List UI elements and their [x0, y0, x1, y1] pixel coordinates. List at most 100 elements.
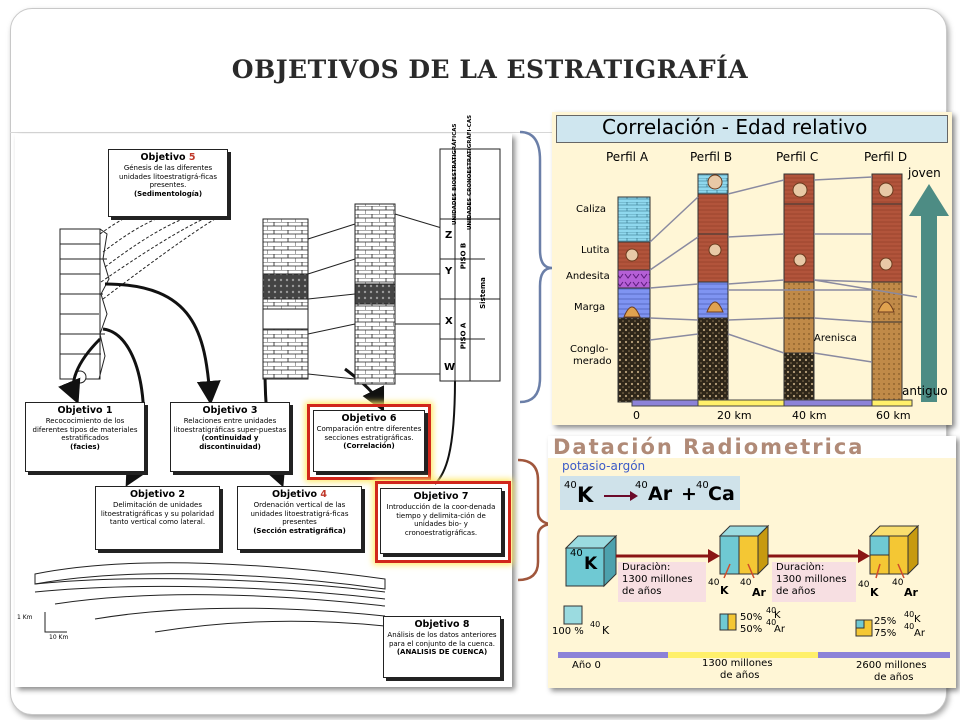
objective-1-box: Objetivo 1 Recococimiento de los diferen… [25, 402, 145, 472]
joven-label: joven [908, 166, 941, 180]
objective-5-box: Objetivo 5 Génesis de las diferentes uni… [108, 149, 228, 217]
objective-text: Ordenación vertical de las unidades lito… [250, 501, 349, 526]
objective-number: 4 [320, 489, 328, 500]
legend-75ar-pct: 75% [874, 628, 897, 639]
cube-2-ar-symbol: Ar [752, 586, 766, 599]
title-divider [10, 132, 945, 133]
objective-6-highlight [307, 404, 431, 480]
scale-tick-0: 0 [633, 409, 640, 422]
objective-text: Relaciones entre unidades litoestratigrá… [173, 417, 287, 434]
legend-25k-pct: 25% [874, 616, 897, 627]
legend-100-mass: 40 [590, 620, 601, 629]
timeline-year-0: Año 0 [572, 660, 601, 671]
correlacion-panel: Correlación - Edad relativo [552, 112, 952, 425]
objective-label: Objetivo 6 [341, 413, 397, 424]
slide-title: OBJETIVOS DE LA ESTRATIGRAFÍA [231, 55, 749, 84]
datacion-header-bg [548, 436, 956, 458]
legend-100-pct: 100 % [552, 626, 584, 637]
rock-label-caliza: Caliza [576, 204, 607, 215]
datacion-subtitle: potasio-argón [562, 459, 646, 473]
rock-label-conglo: Conglo- [570, 344, 609, 355]
objective-bold-text: (Correlación) [343, 442, 395, 450]
bio-units-header: UNIDADES BIOESTRATIGRÁFICAS [452, 123, 458, 225]
antiguo-label: antiguo [902, 384, 948, 398]
rock-label-merado: merado [573, 356, 612, 367]
cube-3-ar-mass: 40 [892, 578, 904, 588]
perfil-a-label: Perfil A [606, 150, 649, 164]
piso-b-label: PISO B [459, 242, 468, 270]
objectives-diagram-lines [34, 148, 501, 633]
timeline-2600-line-1: 2600 millones [856, 660, 927, 671]
legend-50k-pct: 50% [740, 612, 763, 623]
objective-text: Introducción de la coor-denada tiempo y … [386, 503, 496, 537]
objective-label: Objetivo 3 [202, 405, 258, 416]
rock-label-arenisca: Arenisca [814, 333, 857, 344]
perfil-d-label: Perfil D [864, 150, 908, 164]
legend-50k-mass: 40 [766, 606, 777, 615]
legend-50k-sym: K [774, 610, 781, 621]
rock-label-andesita: Andesita [566, 271, 610, 282]
objective-6-box: Objetivo 6 Comparación entre diferentes … [313, 410, 425, 472]
objective-label: Objetivo [271, 489, 318, 500]
cube-2-ar-mass: 40 [740, 578, 752, 588]
duration-box-1 [618, 562, 706, 602]
scale-horizontal-label: 10 Km [49, 634, 69, 641]
legend-25k-mass: 40 [904, 610, 915, 619]
decay-equation-box [560, 476, 740, 510]
equation-ar-mass: 40 [635, 480, 648, 491]
objective-bold-text: (facies) [70, 442, 100, 451]
legend-100-sym: K [602, 624, 610, 637]
objective-bold-text: (continuidad y discontinuidad) [199, 434, 261, 451]
timeline-1300-line-2: de años [720, 670, 760, 681]
objective-label: Objetivo 1 [57, 405, 113, 416]
duration-2-line-1: Duraciòn: [776, 562, 825, 573]
zone-w: W [444, 362, 456, 373]
objective-text: Comparación entre diferentes secciones e… [316, 425, 422, 442]
equation-ca-mass: 40 [696, 480, 709, 491]
zone-z: Z [445, 230, 453, 241]
legend-50ar-mass: 40 [766, 618, 777, 627]
duration-2-line-3: de años [776, 586, 816, 597]
objective-bold-text: (Sedimentología) [133, 189, 203, 198]
datacion-title: Datación Radiometrica [553, 435, 865, 459]
objective-label: Objetivo 8 [414, 619, 470, 630]
objective-number: 5 [188, 152, 196, 163]
duration-2-line-2: 1300 millones [776, 574, 847, 585]
cube-3-k-mass: 40 [858, 580, 870, 590]
scale-tick-60: 60 km [876, 409, 911, 422]
objective-label: Objetivo 2 [129, 489, 185, 500]
objective-7-highlight [375, 481, 511, 563]
objective-7-box: Objetivo 7 Introducción de la coor-denad… [380, 488, 502, 554]
duration-box-2 [772, 562, 856, 602]
objective-text: Análisis de los datos anteriores para el… [387, 631, 497, 648]
piso-a-label: PISO A [459, 322, 468, 350]
equation-plus: + [681, 483, 697, 505]
cube-k-mass: 40 [570, 548, 583, 559]
cube-3-ar-symbol: Ar [904, 586, 918, 599]
datacion-panel: Datación Radiometrica potasio-argón 40 K [548, 435, 956, 688]
timeline-1300-line-1: 1300 millones [702, 658, 773, 669]
objective-text: Recococimiento de los diferentes tipos d… [32, 417, 138, 442]
timeline-2600-line-2: de años [874, 672, 914, 683]
cube-k-symbol: K [584, 554, 598, 574]
perfil-c-label: Perfil C [776, 150, 819, 164]
perfil-b-label: Perfil B [690, 150, 733, 164]
equation-k: K [577, 483, 594, 507]
zone-x: X [445, 316, 453, 327]
legend-50ar-pct: 50% [740, 624, 763, 635]
equation-ar: Ar [648, 483, 673, 505]
datacion-diagram [558, 491, 950, 658]
legend-75ar-sym: Ar [914, 628, 925, 639]
legend-75ar-mass: 40 [904, 622, 915, 631]
legend-25k-sym: K [914, 614, 921, 625]
correlacion-header [556, 115, 948, 143]
cube-2-k-symbol: K [720, 584, 729, 597]
scale-tick-20: 20 km [717, 409, 752, 422]
objective-text: Delimitación de unidades litoestratigráf… [100, 501, 215, 526]
equation-ca: Ca [708, 483, 735, 505]
objective-3-box: Objetivo 3 Relaciones entre unidades lit… [170, 402, 290, 472]
rock-label-lutita: Lutita [581, 245, 610, 256]
correlacion-profiles-diagram [617, 173, 949, 407]
objective-4-box: Objetivo 4 Ordenación vertical de las un… [237, 486, 362, 550]
objective-bold-text: (ANALISIS DE CUENCA) [396, 648, 488, 656]
